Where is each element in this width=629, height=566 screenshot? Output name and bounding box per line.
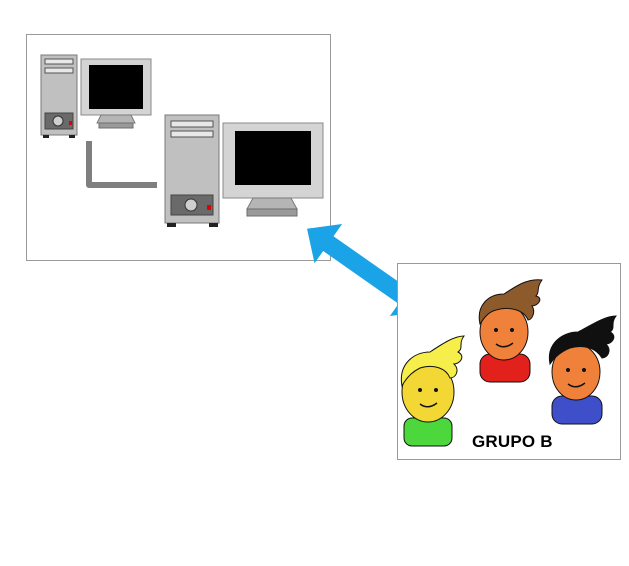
- person-icon: [548, 315, 617, 425]
- network-cable: [86, 141, 157, 188]
- computers-panel: [26, 34, 331, 261]
- double-arrow-icon: [307, 223, 425, 317]
- person-icon: [400, 335, 465, 447]
- group-panel: GRUPO B: [397, 263, 621, 460]
- person-icon: [478, 279, 543, 383]
- computer-icon: [40, 54, 152, 138]
- group-label: GRUPO B: [472, 432, 553, 451]
- computer-icon: [164, 114, 324, 227]
